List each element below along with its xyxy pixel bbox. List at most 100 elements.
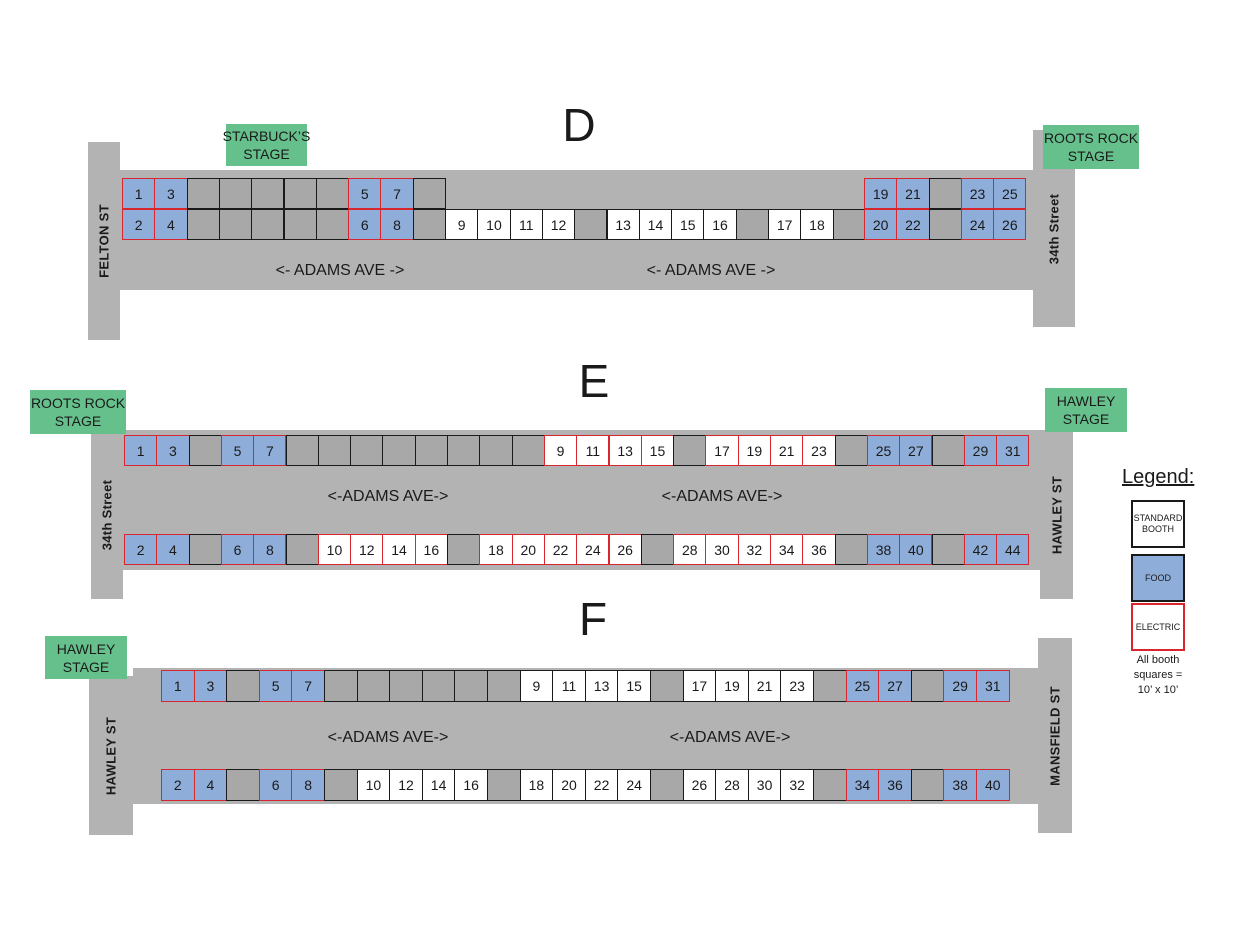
booth-unassigned[interactable]	[928, 209, 962, 240]
booth-unassigned[interactable]	[650, 670, 684, 702]
booth-d-bottom-14[interactable]: 14	[638, 209, 673, 240]
booth-unassigned[interactable]	[650, 769, 684, 801]
booth-f-bottom-6[interactable]: 6	[258, 769, 293, 801]
booth-unassigned[interactable]	[317, 435, 352, 466]
booth-unassigned[interactable]	[414, 435, 448, 466]
booth-f-top-19[interactable]: 19	[715, 670, 749, 702]
booth-unassigned[interactable]	[285, 534, 319, 565]
booth-d-bottom-13[interactable]: 13	[606, 209, 640, 240]
booth-d-bottom-6[interactable]: 6	[348, 209, 382, 240]
booth-d-top-1[interactable]: 1	[122, 178, 156, 209]
booth-unassigned[interactable]	[412, 209, 446, 240]
booth-d-bottom-12[interactable]: 12	[541, 209, 576, 240]
booth-unassigned[interactable]	[315, 209, 350, 240]
booth-e-top-19[interactable]: 19	[737, 435, 771, 466]
booth-unassigned[interactable]	[421, 670, 456, 702]
booth-e-bottom-4[interactable]: 4	[156, 534, 190, 565]
booth-d-bottom-16[interactable]: 16	[703, 209, 737, 240]
booth-unassigned[interactable]	[931, 534, 965, 565]
booth-f-bottom-16[interactable]: 16	[454, 769, 488, 801]
booth-f-bottom-14[interactable]: 14	[421, 769, 456, 801]
booth-e-top-31[interactable]: 31	[996, 435, 1030, 466]
booth-f-bottom-26[interactable]: 26	[682, 769, 717, 801]
booth-d-bottom-26[interactable]: 26	[993, 209, 1027, 240]
booth-f-bottom-28[interactable]: 28	[715, 769, 749, 801]
booth-unassigned[interactable]	[226, 769, 260, 801]
booth-unassigned[interactable]	[574, 209, 608, 240]
booth-f-top-1[interactable]: 1	[161, 670, 195, 702]
booth-e-bottom-42[interactable]: 42	[963, 534, 998, 565]
booth-unassigned[interactable]	[382, 435, 416, 466]
booth-f-top-3[interactable]: 3	[193, 670, 228, 702]
booth-e-top-9[interactable]: 9	[543, 435, 578, 466]
booth-e-bottom-22[interactable]: 22	[543, 534, 578, 565]
booth-unassigned[interactable]	[813, 670, 847, 702]
booth-e-bottom-26[interactable]: 26	[608, 534, 642, 565]
booth-unassigned[interactable]	[324, 769, 358, 801]
booth-f-bottom-10[interactable]: 10	[356, 769, 391, 801]
booth-d-bottom-17[interactable]: 17	[768, 209, 802, 240]
booth-unassigned[interactable]	[910, 670, 945, 702]
booth-f-bottom-22[interactable]: 22	[584, 769, 619, 801]
booth-unassigned[interactable]	[324, 670, 358, 702]
booth-unassigned[interactable]	[218, 178, 253, 209]
booth-unassigned[interactable]	[186, 209, 220, 240]
booth-e-top-7[interactable]: 7	[253, 435, 287, 466]
booth-e-top-29[interactable]: 29	[963, 435, 998, 466]
booth-unassigned[interactable]	[834, 534, 868, 565]
booth-d-top-23[interactable]: 23	[960, 178, 995, 209]
booth-f-top-31[interactable]: 31	[976, 670, 1010, 702]
booth-d-top-19[interactable]: 19	[864, 178, 898, 209]
booth-d-bottom-15[interactable]: 15	[671, 209, 705, 240]
booth-e-top-25[interactable]: 25	[866, 435, 901, 466]
booth-unassigned[interactable]	[188, 435, 222, 466]
booth-e-top-17[interactable]: 17	[705, 435, 739, 466]
booth-d-top-7[interactable]: 7	[380, 178, 414, 209]
booth-unassigned[interactable]	[511, 435, 545, 466]
booth-e-top-21[interactable]: 21	[770, 435, 804, 466]
booth-unassigned[interactable]	[910, 769, 945, 801]
booth-e-top-13[interactable]: 13	[608, 435, 642, 466]
booth-unassigned[interactable]	[356, 670, 391, 702]
booth-e-bottom-8[interactable]: 8	[253, 534, 287, 565]
booth-e-bottom-20[interactable]: 20	[511, 534, 545, 565]
booth-d-bottom-22[interactable]: 22	[896, 209, 930, 240]
booth-unassigned[interactable]	[928, 178, 962, 209]
booth-e-top-23[interactable]: 23	[802, 435, 836, 466]
booth-e-bottom-28[interactable]: 28	[673, 534, 707, 565]
booth-e-top-5[interactable]: 5	[220, 435, 255, 466]
booth-unassigned[interactable]	[188, 534, 222, 565]
booth-f-bottom-34[interactable]: 34	[845, 769, 880, 801]
booth-unassigned[interactable]	[487, 769, 521, 801]
booth-unassigned[interactable]	[218, 209, 253, 240]
booth-unassigned[interactable]	[315, 178, 350, 209]
booth-unassigned[interactable]	[186, 178, 220, 209]
booth-unassigned[interactable]	[735, 209, 769, 240]
booth-d-bottom-24[interactable]: 24	[960, 209, 995, 240]
booth-d-top-5[interactable]: 5	[348, 178, 382, 209]
booth-unassigned[interactable]	[673, 435, 707, 466]
booth-f-bottom-12[interactable]: 12	[389, 769, 423, 801]
booth-unassigned[interactable]	[447, 534, 481, 565]
booth-d-bottom-9[interactable]: 9	[445, 209, 479, 240]
booth-e-bottom-30[interactable]: 30	[705, 534, 739, 565]
booth-e-bottom-32[interactable]: 32	[737, 534, 771, 565]
booth-e-bottom-24[interactable]: 24	[576, 534, 610, 565]
booth-e-bottom-18[interactable]: 18	[479, 534, 513, 565]
booth-unassigned[interactable]	[832, 209, 866, 240]
booth-unassigned[interactable]	[285, 435, 319, 466]
booth-unassigned[interactable]	[412, 178, 446, 209]
booth-e-bottom-44[interactable]: 44	[996, 534, 1030, 565]
booth-f-bottom-8[interactable]: 8	[291, 769, 325, 801]
booth-f-top-15[interactable]: 15	[617, 670, 651, 702]
booth-f-top-13[interactable]: 13	[584, 670, 619, 702]
booth-unassigned[interactable]	[251, 178, 285, 209]
booth-e-bottom-16[interactable]: 16	[414, 534, 448, 565]
booth-f-bottom-20[interactable]: 20	[552, 769, 586, 801]
booth-unassigned[interactable]	[640, 534, 675, 565]
booth-unassigned[interactable]	[447, 435, 481, 466]
booth-e-bottom-10[interactable]: 10	[317, 534, 352, 565]
booth-d-top-3[interactable]: 3	[154, 178, 188, 209]
booth-f-bottom-32[interactable]: 32	[780, 769, 814, 801]
booth-f-top-11[interactable]: 11	[552, 670, 586, 702]
